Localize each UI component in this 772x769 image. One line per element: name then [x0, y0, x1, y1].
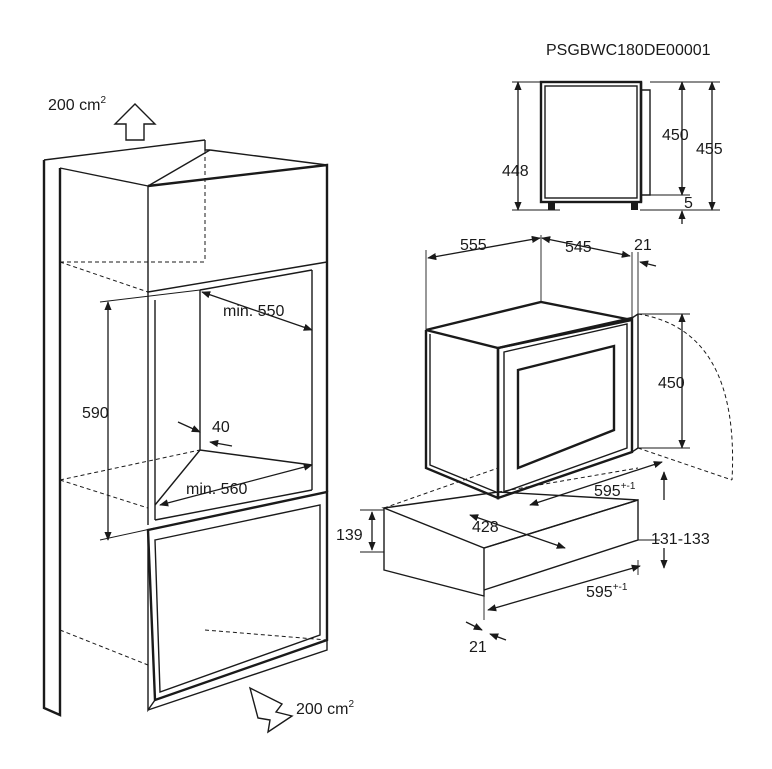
- niche-width-label: min. 550: [223, 303, 284, 320]
- appliance-height-label: 450: [658, 375, 685, 392]
- side-view-appliance: [512, 80, 720, 211]
- foot-gap-label: 5: [684, 195, 693, 212]
- front-width-dimension: [529, 461, 663, 506]
- bottom-ventilation-arrow-icon: [248, 686, 294, 734]
- shelf-width-label: 595+-1: [586, 582, 628, 601]
- product-code: PSGBWC180DE00001: [546, 42, 711, 59]
- tall-cabinet: [42, 139, 329, 717]
- niche-height-label: 590: [82, 405, 109, 422]
- shelf-front-thickness-dimension: [465, 621, 507, 641]
- depth-offset-dimension: [177, 421, 233, 448]
- front-thickness-dimension: [637, 252, 657, 314]
- shelf-front-thickness-label: 21: [469, 639, 487, 656]
- top-ventilation-arrow-icon: [113, 103, 157, 141]
- depth-offset-label: 40: [212, 419, 230, 436]
- niche-depth-label: min. 560: [186, 481, 247, 498]
- depth-total-dimension: [425, 235, 542, 330]
- appliance-body: [424, 300, 734, 500]
- shelf-width-dimension: [487, 560, 641, 612]
- front-width-label: 595+-1: [594, 481, 636, 500]
- appliance-height-dimension: [638, 313, 690, 449]
- top-ventilation-label: 200 cm2: [48, 95, 106, 114]
- inner-width-dimension: [469, 514, 566, 549]
- front-thickness-label: 21: [634, 237, 652, 254]
- shelf-height-label: 139: [336, 527, 363, 544]
- side-height-total-label: 455: [696, 141, 723, 158]
- side-height-left-label: 448: [502, 163, 529, 180]
- depth-body-label: 545: [565, 239, 592, 256]
- side-height-inner-label: 450: [662, 127, 689, 144]
- niche-height-dimension: [99, 289, 201, 541]
- inner-width-label: 428: [472, 519, 499, 536]
- mount-height-label: 131-133: [651, 531, 710, 548]
- depth-total-label: 555: [460, 237, 487, 254]
- niche-width-dimension: [201, 291, 313, 331]
- depth-body-dimension: [541, 236, 633, 318]
- niche-depth-dimension: [159, 463, 313, 507]
- bottom-ventilation-label: 200 cm2: [296, 699, 354, 718]
